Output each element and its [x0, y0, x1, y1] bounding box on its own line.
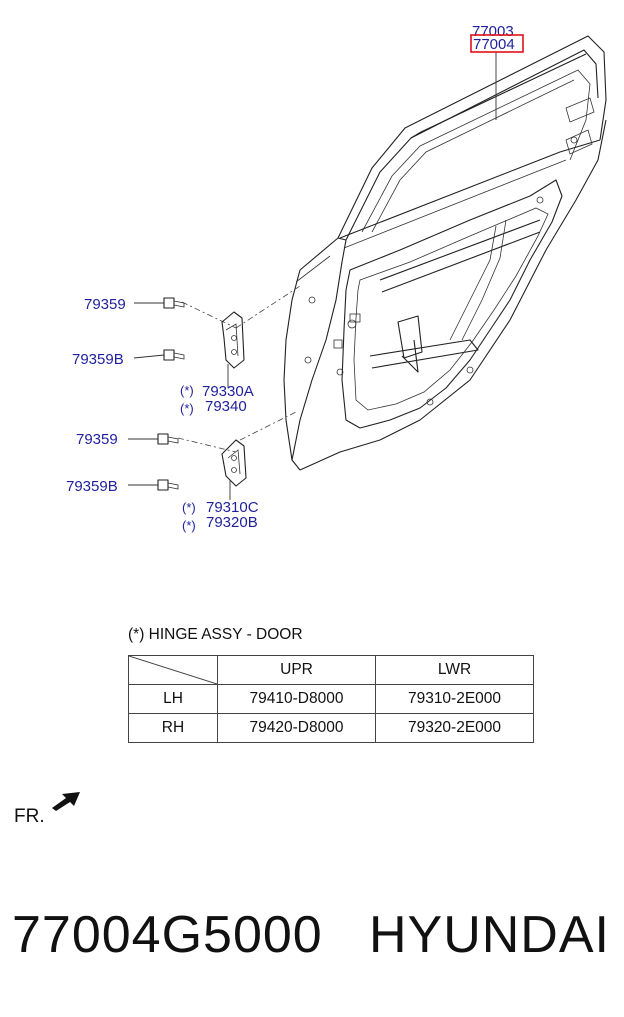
door-panel-drawing	[283, 35, 607, 471]
highlight-box	[470, 34, 524, 53]
hinge-table-title-text: HINGE ASSY - DOOR	[148, 626, 303, 643]
bolt-icon	[163, 349, 185, 361]
bolt-icon	[163, 297, 185, 309]
front-direction-label: FR.	[14, 806, 45, 827]
part-number: 77004G5000	[12, 906, 323, 964]
table-header-lwr: LWR	[375, 655, 534, 685]
callout-79359b-lower: 79359B	[66, 478, 118, 495]
diagonal-divider	[129, 656, 217, 684]
callout-79359-lower: 79359	[76, 431, 118, 448]
upper-hinge-drawing	[221, 311, 245, 369]
table-cell-side: LH	[128, 684, 218, 714]
callout-79310c: 79310C	[206, 499, 259, 516]
star-mark: (*)	[180, 401, 194, 416]
lower-hinge-drawing	[221, 439, 247, 487]
star-mark: (*)	[182, 518, 196, 533]
callout-79359-upper: 79359	[84, 296, 126, 313]
table-cell-lwr: 79310-2E000	[375, 684, 534, 714]
brand-name: HYUNDAI	[368, 906, 610, 964]
table-row: RH 79420-D8000 79320-2E000	[128, 713, 534, 743]
front-direction-arrow-icon	[52, 792, 80, 811]
table-row: LH 79410-D8000 79310-2E000	[128, 684, 534, 714]
assembly-guide-lines	[177, 285, 301, 453]
star-mark: (*)	[182, 500, 196, 515]
footer: 77004G5000 HYUNDAI	[0, 905, 624, 975]
bolt-icon	[157, 433, 179, 445]
callout-79340: 79340	[205, 398, 247, 415]
callout-leaders	[128, 52, 497, 500]
table-header-upr: UPR	[217, 655, 376, 685]
star-mark: (*)	[180, 383, 194, 398]
table-cell-side: RH	[128, 713, 218, 743]
table-cell-lwr: 79320-2E000	[375, 713, 534, 743]
callout-79330a: 79330A	[202, 383, 254, 400]
table-header-row: UPR LWR	[128, 655, 534, 685]
callout-79320b: 79320B	[206, 514, 258, 531]
hinge-table: UPR LWR LH 79410-D8000 79310-2E000 RH 79…	[128, 655, 534, 743]
star-mark: (*)	[128, 626, 145, 643]
bolt-icon	[157, 479, 179, 491]
table-corner-cell	[128, 655, 218, 685]
callout-77004: 77004	[473, 36, 515, 53]
door-exploded-diagram: 77003 77004 79359 79359B (*) 79330A (*) …	[66, 23, 607, 533]
table-cell-upr: 79420-D8000	[217, 713, 376, 743]
callout-79359b-upper: 79359B	[72, 351, 124, 368]
hinge-table-title: (*) HINGE ASSY - DOOR	[128, 626, 303, 644]
table-cell-upr: 79410-D8000	[217, 684, 376, 714]
